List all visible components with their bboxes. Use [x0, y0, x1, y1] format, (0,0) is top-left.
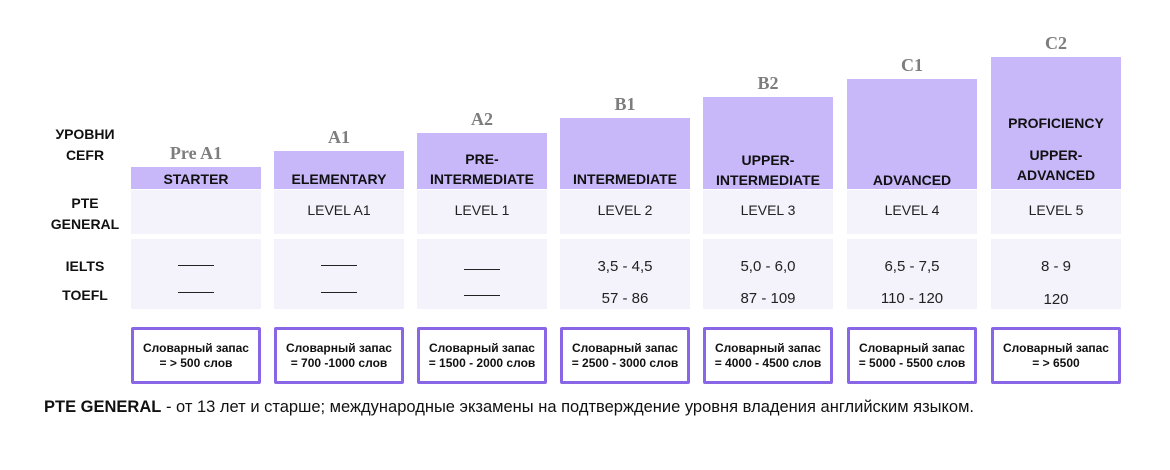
vocabulary-line1: Словарный запас: [1003, 340, 1109, 355]
ielts-dash: [321, 265, 357, 266]
toefl-score: 57 - 86: [601, 290, 649, 307]
vocabulary-line2: = 1500 - 2000 слов: [428, 355, 536, 370]
row-label-ielts: IELTS: [65, 258, 105, 274]
level-name-line: PRE-: [465, 151, 499, 167]
level-name: PROFICIENCY UPPER- ADVANCED: [991, 113, 1121, 185]
vocabulary-line1: Словарный запас: [859, 340, 965, 355]
ielts-dash: [178, 265, 214, 266]
level-bar: [703, 97, 833, 189]
pte-level: LEVEL A1: [307, 202, 371, 218]
vocabulary-line1: Словарный запас: [286, 340, 392, 355]
pte-level: LEVEL 5: [1028, 202, 1084, 218]
toefl-dash: [178, 292, 214, 293]
level-bar: [417, 133, 547, 189]
toefl-dash: [464, 295, 500, 296]
level-name-line: INTERMEDIATE: [573, 171, 677, 187]
scores-cell: [131, 239, 261, 309]
level-bar: [847, 79, 977, 189]
level-name: UPPER- INTERMEDIATE: [703, 150, 833, 190]
level-code: C2: [1045, 33, 1067, 53]
scores-cell: 8 - 9 120: [991, 239, 1121, 309]
vocabulary-box: Словарный запас = 5000 - 5500 слов: [847, 327, 977, 384]
pte-cell: [131, 190, 261, 234]
level-name: STARTER: [131, 169, 261, 189]
toefl-score: 110 - 120: [880, 290, 944, 307]
level-name-line: INTERMEDIATE: [716, 172, 820, 188]
toefl-score: 87 - 109: [740, 290, 796, 307]
pte-level: LEVEL 4: [884, 202, 940, 218]
row-label-cefr: УРОВНИ CEFR: [40, 124, 130, 166]
vocabulary-box: Словарный запас = 700 -1000 слов: [274, 327, 404, 384]
vocabulary-line1: Словарный запас: [143, 340, 249, 355]
scores-cell: 6,5 - 7,5 110 - 120: [847, 239, 977, 309]
level-name-line: UPPER-: [1029, 147, 1083, 163]
level-code: B1: [614, 94, 636, 114]
level-bar: [991, 57, 1121, 189]
level-code: Pre A1: [169, 143, 223, 163]
level-name-line: INTERMEDIATE: [430, 171, 534, 187]
pte-level: LEVEL 2: [597, 202, 653, 218]
row-label-toefl: TOEFL: [62, 287, 108, 303]
vocabulary-line2: = > 500 слов: [159, 355, 233, 370]
pte-level: LEVEL 3: [740, 202, 796, 218]
ielts-score: 5,0 - 6,0: [740, 258, 796, 275]
scores-cell: 3,5 - 4,5 57 - 86: [560, 239, 690, 309]
pte-cell: LEVEL 5: [991, 190, 1121, 234]
toefl-dash: [321, 292, 357, 293]
pte-cell: LEVEL 2: [560, 190, 690, 234]
ielts-score: 3,5 - 4,5: [597, 258, 653, 275]
pte-level: LEVEL 1: [454, 202, 510, 218]
level-bar: [131, 167, 261, 189]
pte-cell: LEVEL A1: [274, 190, 404, 234]
level-bar: [560, 118, 690, 189]
pte-cell: LEVEL 1: [417, 190, 547, 234]
pte-cell: LEVEL 3: [703, 190, 833, 234]
footnote-text: - от 13 лет и старше; международные экза…: [161, 398, 975, 416]
vocabulary-line1: Словарный запас: [715, 340, 821, 355]
vocabulary-line2: = 4000 - 4500 слов: [714, 355, 822, 370]
level-name-line: ELEMENTARY: [291, 171, 387, 187]
row-label-pte-line2: GENERAL: [50, 216, 120, 232]
vocabulary-line1: Словарный запас: [572, 340, 678, 355]
vocabulary-box: Словарный запас = 4000 - 4500 слов: [703, 327, 833, 384]
level-code: C1: [901, 55, 923, 75]
level-name-line: ADVANCED: [1016, 167, 1096, 183]
pte-cell: LEVEL 4: [847, 190, 977, 234]
row-label-pte: PTE GENERAL: [40, 193, 130, 235]
scores-cell: 5,0 - 6,0 87 - 109: [703, 239, 833, 309]
vocabulary-line2: = 700 -1000 слов: [290, 355, 388, 370]
ielts-dash: [464, 269, 500, 270]
level-name-line: PROFICIENCY: [1008, 115, 1104, 131]
level-code: A1: [328, 127, 350, 147]
row-label-cefr-line2: CEFR: [65, 147, 105, 163]
vocabulary-box: Словарный запас = > 500 слов: [131, 327, 261, 384]
level-bar: [274, 151, 404, 189]
level-name-line: STARTER: [163, 171, 229, 187]
level-name: PRE- INTERMEDIATE: [417, 149, 547, 189]
level-name: INTERMEDIATE: [560, 169, 690, 189]
vocabulary-line2: = > 6500: [1032, 355, 1080, 370]
vocabulary-box: Словарный запас = 2500 - 3000 слов: [560, 327, 690, 384]
row-label-cefr-line1: УРОВНИ: [55, 126, 115, 142]
level-name: ELEMENTARY: [274, 169, 404, 189]
level-code: A2: [471, 109, 493, 129]
toefl-score: 120: [1043, 291, 1069, 308]
vocabulary-line1: Словарный запас: [429, 340, 535, 355]
level-name-line: UPPER-: [741, 152, 795, 168]
row-label-pte-line1: PTE: [71, 195, 99, 211]
vocabulary-box: Словарный запас = 1500 - 2000 слов: [417, 327, 547, 384]
ielts-score: 6,5 - 7,5: [884, 258, 940, 275]
footnote-bold: PTE GENERAL: [44, 398, 162, 416]
footnote: PTE GENERAL - от 13 лет и старше; междун…: [44, 398, 974, 417]
level-name-line: ADVANCED: [872, 172, 952, 188]
vocabulary-box: Словарный запас = > 6500: [991, 327, 1121, 384]
ielts-score: 8 - 9: [1040, 258, 1071, 275]
scores-cell: [417, 239, 547, 309]
level-code: B2: [757, 73, 779, 93]
level-name: ADVANCED: [847, 170, 977, 190]
scores-cell: [274, 239, 404, 309]
vocabulary-line2: = 5000 - 5500 слов: [858, 355, 966, 370]
vocabulary-line2: = 2500 - 3000 слов: [571, 355, 679, 370]
